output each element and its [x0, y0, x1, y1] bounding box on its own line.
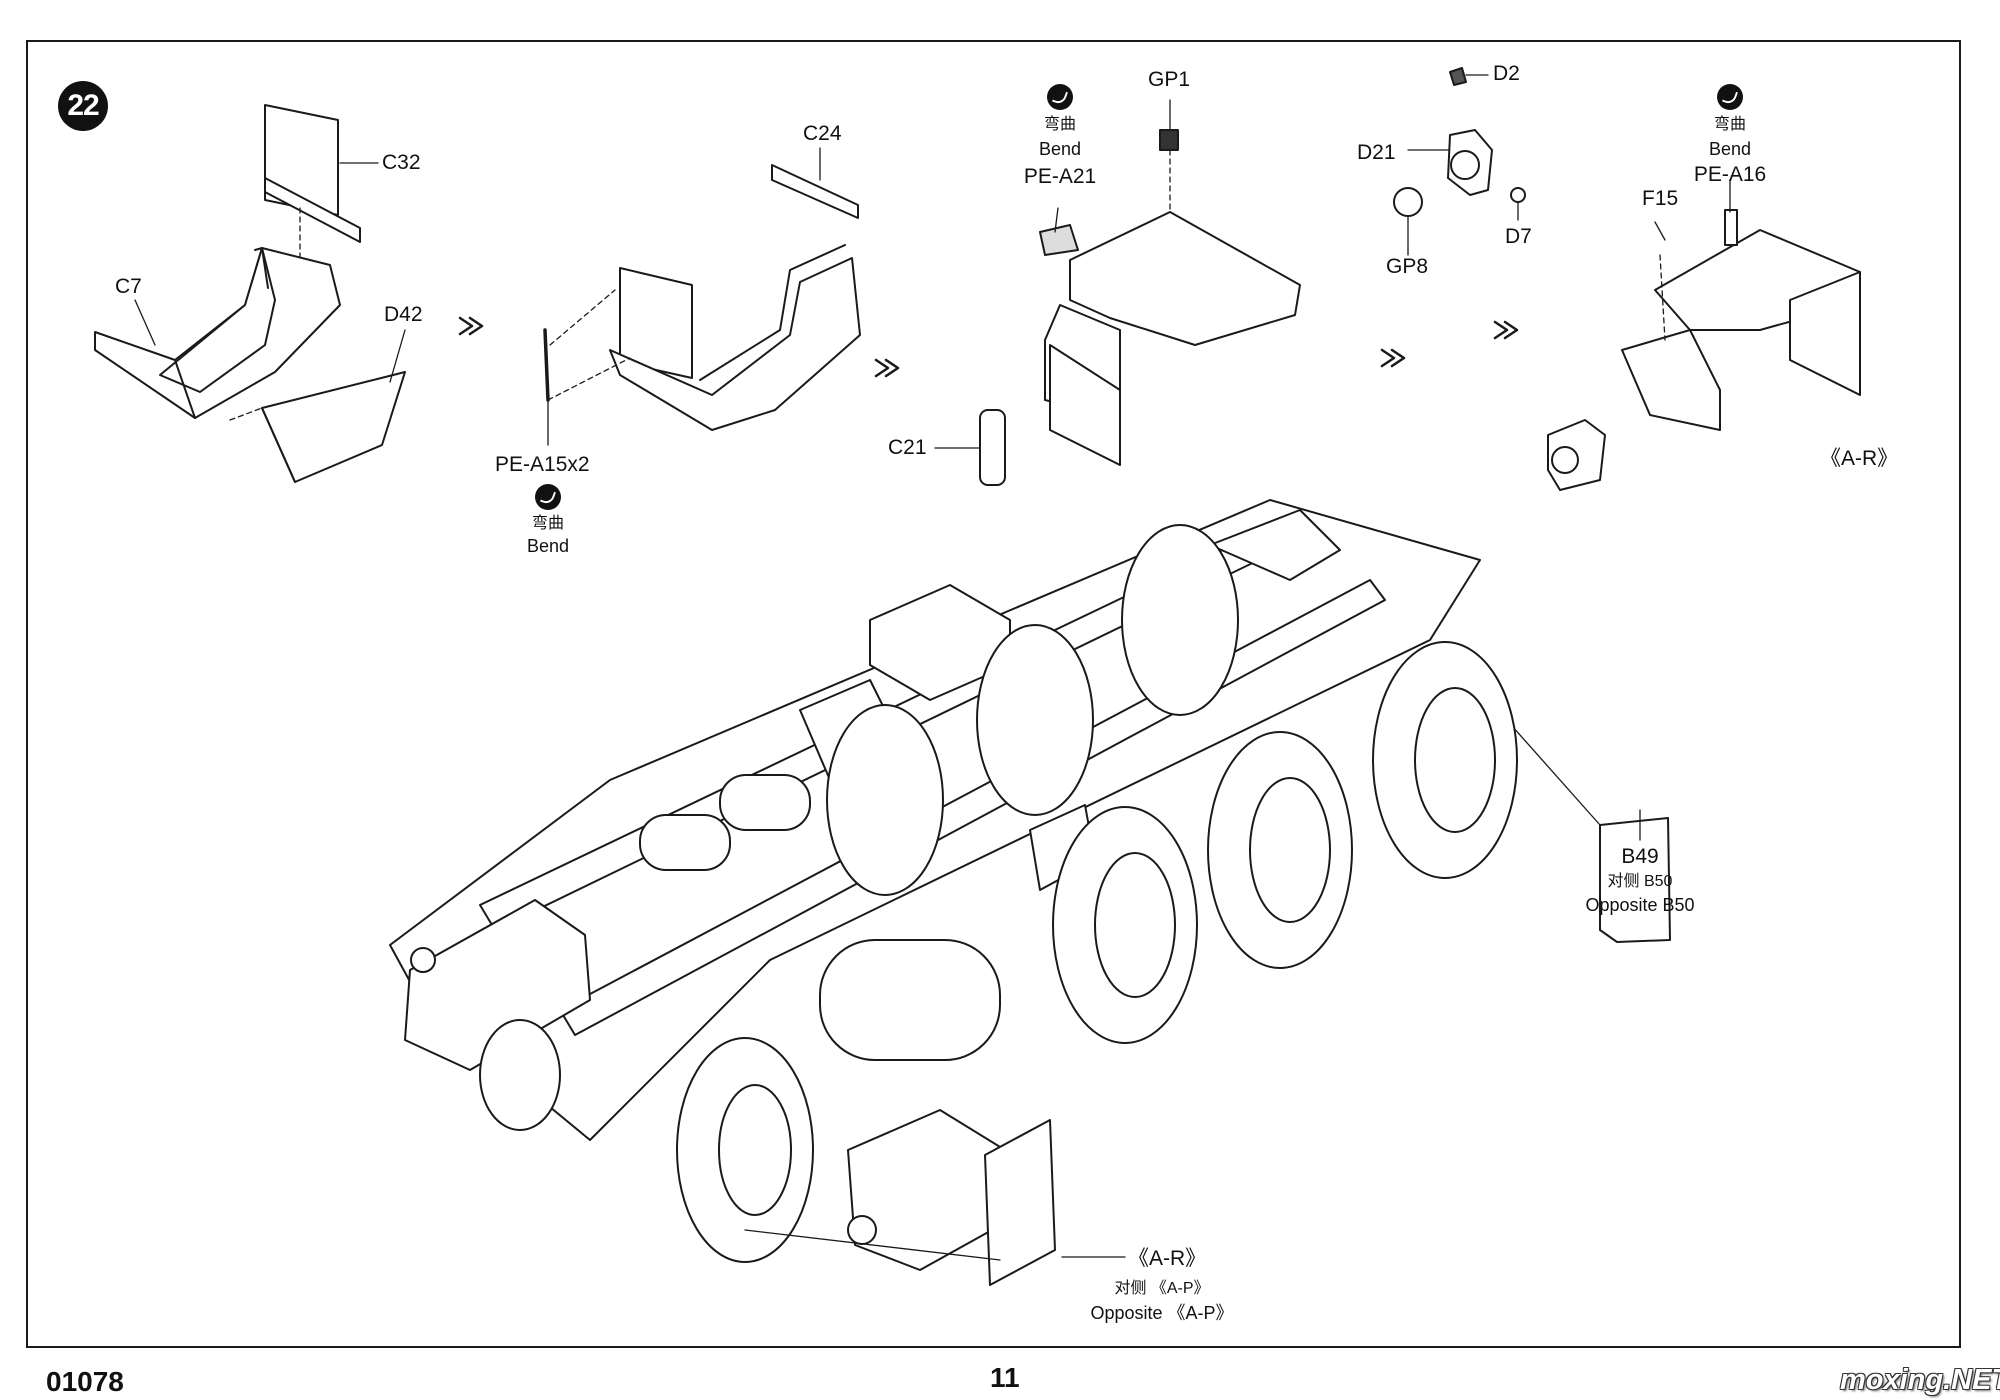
part-label-d2: D2 — [1493, 62, 1520, 85]
bend-icon — [1717, 84, 1743, 110]
variant-label: 《A-R》 — [1820, 447, 1899, 470]
part-label-gp8: GP8 — [1386, 255, 1429, 278]
bend-label-cn: 弯曲 — [1713, 116, 1747, 133]
part-label-d7: D7 — [1505, 225, 1532, 248]
bend-label-en: Bend — [526, 536, 570, 556]
part-label-c21: C21 — [888, 436, 927, 459]
bend-label-cn: 弯曲 — [531, 515, 565, 532]
part-label-b49: B49 — [1621, 845, 1659, 868]
variant-label: 《A-R》 — [1128, 1247, 1207, 1270]
page-number: 11 — [990, 1362, 1020, 1393]
bend-label-en: Bend — [1708, 139, 1752, 159]
truck-chassis — [389, 499, 1671, 1286]
part-label-pe-a15: PE-A15x2 — [495, 453, 590, 476]
bend-label-cn: 弯曲 — [1043, 116, 1077, 133]
panel2-parts — [543, 147, 900, 446]
part-label-f15: F15 — [1642, 187, 1679, 210]
panel4-parts — [1393, 67, 1526, 340]
bend-label-en: Bend — [1038, 139, 1082, 159]
instruction-frame — [26, 40, 1961, 1348]
part-label-c24: C24 — [803, 122, 842, 145]
panel3-parts — [934, 99, 1406, 486]
part-label-d42: D42 — [384, 303, 423, 326]
part-label-d21: D21 — [1357, 141, 1396, 164]
bend-icon — [1047, 84, 1073, 110]
part-label-gp1: GP1 — [1148, 68, 1191, 91]
wheels — [479, 524, 1641, 1263]
opposite-label-cn: 对侧 B50 — [1607, 873, 1673, 890]
opposite-label-en: Opposite B50 — [1585, 895, 1695, 915]
part-label-pe-a21: PE-A21 — [1023, 165, 1097, 188]
watermark-logo: moxing.NET — [1840, 1364, 2000, 1396]
opposite-label-en: Opposite 《A-P》 — [1090, 1303, 1234, 1323]
opposite-label-cn: 对侧 《A-P》 — [1114, 1280, 1210, 1297]
part-label-c7: C7 — [115, 275, 142, 298]
panel5-parts — [1547, 179, 1861, 491]
part-label-pe-a16: PE-A16 — [1693, 163, 1767, 186]
part-label-c32: C32 — [382, 151, 421, 174]
step-number-badge: 22 — [58, 81, 108, 131]
bend-icon — [535, 484, 561, 510]
kit-number: 01078 — [46, 1366, 124, 1397]
panel1-parts — [94, 104, 484, 483]
